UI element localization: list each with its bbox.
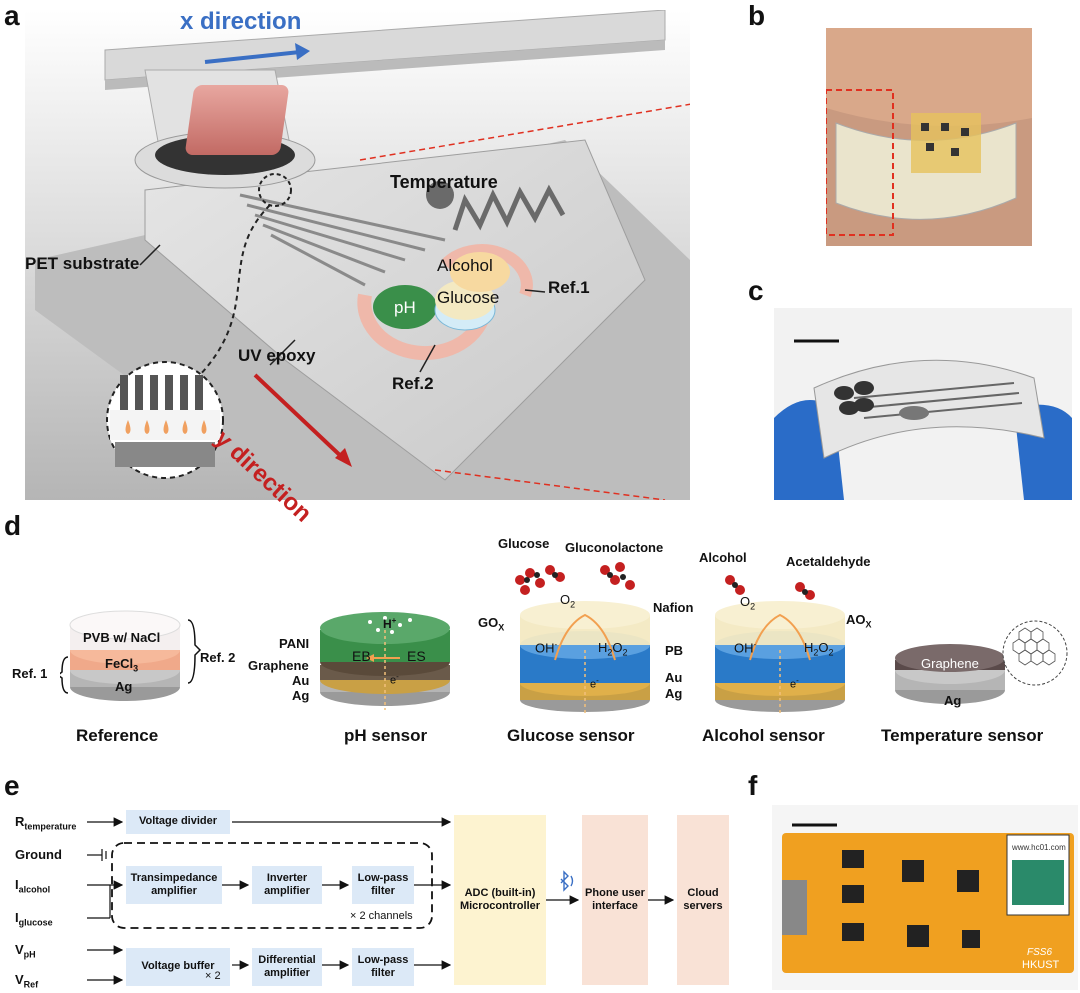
acetaldehyde-label: Acetaldehyde <box>786 554 871 569</box>
inverter-block: Inverter amplifier <box>252 866 322 904</box>
ref-pvb-label: PVB w/ NaCl <box>83 630 161 645</box>
x2-channels-label: × 2 channels <box>350 910 413 922</box>
glucose-oh-label: OH- <box>535 640 558 656</box>
pet-substrate-label: PET substrate <box>25 254 140 273</box>
bent-sensor-graphic <box>774 308 1072 500</box>
pcb-board-graphic: www.hc01.com FSS6 HKUST <box>772 805 1078 990</box>
adc-microcontroller-block: ADC (built-in) Microcontroller <box>454 815 546 985</box>
glucose-sensor-title: Glucose sensor <box>507 726 635 745</box>
input-v-ref: VRef <box>15 972 39 990</box>
x2-buffer-label: × 2 <box>205 970 221 982</box>
ph-eb-label: EB <box>352 648 371 664</box>
au-label: Au <box>665 670 683 685</box>
ph-ag-label: Ag <box>292 688 310 703</box>
pcb-text-1: www.hc01.com <box>1011 843 1066 852</box>
voltage-buffer-block: Voltage buffer <box>126 948 230 986</box>
pcb-photo: www.hc01.com FSS6 HKUST <box>772 805 1078 990</box>
input-ground: Ground <box>15 847 62 862</box>
temperature-sensor-title: Temperature sensor <box>881 726 1044 745</box>
ph-e-label: e- <box>390 672 399 687</box>
ref-fecl3-label: FeCl3 <box>105 656 139 674</box>
pcb-text-3: FSS6 <box>1027 947 1052 958</box>
glucose-molecule-label: Glucose <box>498 536 550 551</box>
temp-ag-label: Ag <box>944 693 962 708</box>
gox-label: GOX <box>478 615 505 633</box>
cloud-servers-block: Cloud servers <box>677 815 729 985</box>
aox-label: AOX <box>846 612 872 630</box>
ph-sensor-title: pH sensor <box>344 726 428 745</box>
input-i-glucose: Iglucose <box>15 910 53 928</box>
wrist-photo <box>826 28 1032 246</box>
ref-ag-label: Ag <box>115 679 133 694</box>
ag-label: Ag <box>665 686 683 701</box>
glucose-stack-graphic <box>515 562 650 715</box>
transimpedance-block: Transimpedance amplifier <box>126 866 222 904</box>
glucose-h2o2-label: H2O2 <box>598 640 628 658</box>
ph-stack-graphic <box>320 612 450 710</box>
panel-letter-e: e <box>4 770 20 801</box>
input-i-alcohol: Ialcohol <box>15 877 51 895</box>
pb-label: PB <box>665 643 684 658</box>
differential-block: Differential amplifier <box>252 948 322 986</box>
temperature-label: Temperature <box>390 172 498 192</box>
alcohol-stack-graphic <box>715 575 845 715</box>
ph-au-label: Au <box>292 673 310 688</box>
ref2-stack-label: Ref. 2 <box>200 650 236 665</box>
alcohol-o2-label: O2 <box>740 594 756 612</box>
voltage-divider-block: Voltage divider <box>126 810 230 834</box>
alcohol-sensor-title: Alcohol sensor <box>702 726 825 745</box>
panel-a-illustration <box>25 10 690 500</box>
block-diagram-connectors <box>87 817 675 985</box>
alcohol-h2o2-label: H2O2 <box>804 640 834 658</box>
lowpass-block-2: Low-pass filter <box>352 948 414 986</box>
glucose-e-label: e- <box>590 676 599 691</box>
input-v-ph: VpH <box>15 942 36 960</box>
flexible-sensor-photo <box>774 308 1072 500</box>
wrist-sensor-graphic <box>826 28 1032 246</box>
glucose-label: Glucose <box>437 288 500 307</box>
ref2-label: Ref.2 <box>392 374 434 393</box>
input-r-temperature: Rtemperature <box>15 814 77 832</box>
printing-setup-graphic <box>25 10 690 500</box>
ref1-label: Ref.1 <box>548 278 590 297</box>
alcohol-oh-label: OH- <box>734 640 757 656</box>
gluconolactone-label: Gluconolactone <box>565 540 664 555</box>
pcb-text-2: HKUST <box>1022 959 1060 971</box>
lowpass-block-1: Low-pass filter <box>352 866 414 904</box>
ph-label: pH <box>394 298 416 317</box>
alcohol-e-label: e- <box>790 676 799 691</box>
ph-graphene-label: Graphene <box>248 658 309 673</box>
temp-graphene-label: Graphene <box>921 656 979 671</box>
reference-stack-graphic <box>60 610 202 701</box>
panel-letter-c: c <box>748 275 764 306</box>
uv-epoxy-label: UV epoxy <box>238 346 316 365</box>
phone-ui-block: Phone user interface <box>582 815 648 985</box>
glucose-o2-label: O2 <box>560 592 576 610</box>
reference-title: Reference <box>76 726 159 745</box>
temperature-stack-graphic <box>895 620 1068 704</box>
ph-h-label: H+ <box>383 616 397 631</box>
panel-letter-d: d <box>4 510 22 541</box>
ph-es-label: ES <box>407 648 426 664</box>
nafion-label: Nafion <box>653 600 694 615</box>
panel-letter-b: b <box>748 0 766 31</box>
pani-label: PANI <box>279 636 310 651</box>
alcohol-molecule-label: Alcohol <box>699 550 747 565</box>
ref1-stack-label: Ref. 1 <box>12 666 48 681</box>
panel-letter-f: f <box>748 770 758 801</box>
x-direction-label: x direction <box>180 8 302 35</box>
alcohol-label: Alcohol <box>437 256 493 275</box>
panel-letter-a: a <box>4 0 20 31</box>
